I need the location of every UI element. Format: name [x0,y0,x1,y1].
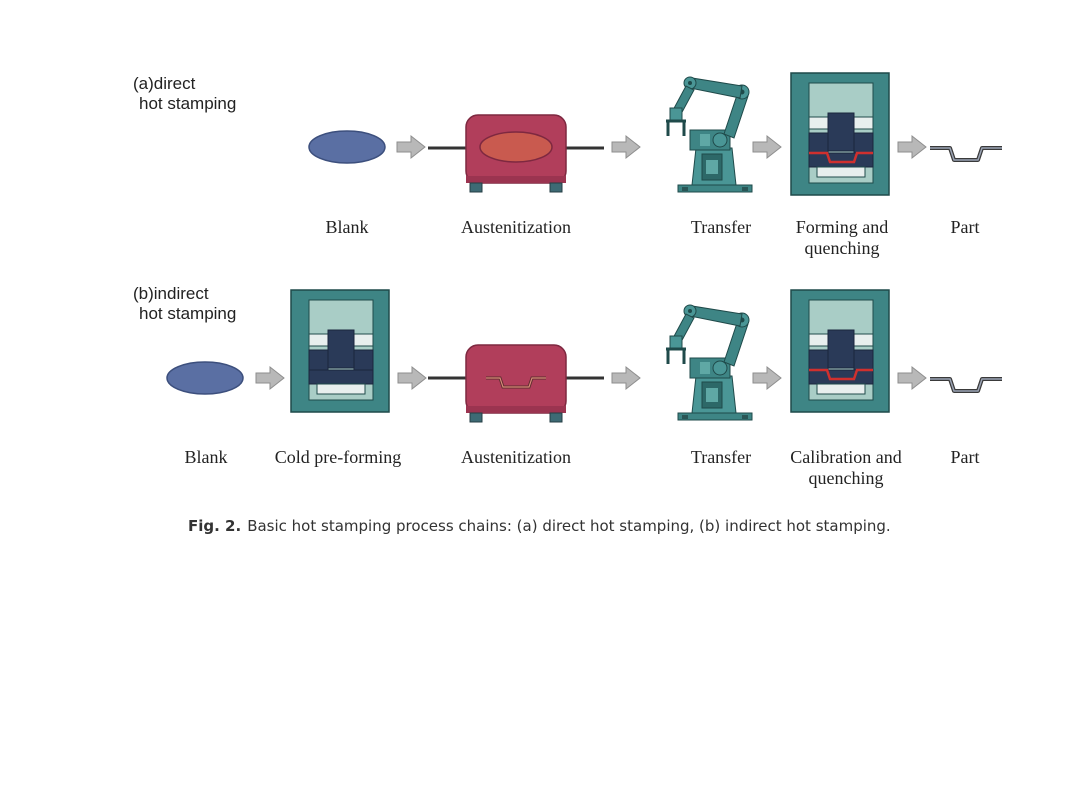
part-icon [928,377,1004,393]
arrow-right-icon [897,135,927,159]
furnace-icon [426,343,606,424]
arrow-right-icon [397,366,427,390]
step-label-blank: Blank [325,217,369,237]
heated-blank-icon [479,131,553,163]
hot-sheet-icon [809,151,873,164]
row-a-label-line1: (a)direct [133,74,196,93]
arrow-right-icon [752,366,782,390]
arrow-right-icon [611,135,641,159]
arrow-right-icon [396,135,426,159]
arrow-right-icon [897,366,927,390]
step-label-austenitization: Austenitization [461,447,571,467]
step-label-part: Part [950,447,980,467]
blank-icon [166,361,244,395]
step-label-part: Part [950,217,980,237]
caption-text: Basic hot stamping process chains: (a) d… [247,517,891,535]
step-label-forming-quenching: Forming and quenching [795,217,889,258]
press-icon [290,289,390,413]
step-label-transfer: Transfer [690,447,752,467]
row-a-label: (a)direct hot stamping [133,74,236,114]
figure-caption: Fig. 2. Basic hot stamping process chains… [188,517,891,535]
step-label-blank: Blank [184,447,228,467]
row-a-label-line2: hot stamping [139,94,237,113]
step-label-calibration-quenching: Calibration and quenching [790,447,902,488]
hot-sheet-icon [809,368,873,381]
step-label-transfer: Transfer [690,217,752,237]
robot-arm-icon [664,303,754,422]
robot-arm-icon [664,75,754,194]
arrow-right-icon [255,366,285,390]
row-b-label-line2: hot stamping [139,304,237,323]
arrow-right-icon [611,366,641,390]
part-icon [928,146,1004,162]
press-icon [790,289,890,413]
step-label-cold-preforming: Cold pre-forming [274,447,402,467]
arrow-right-icon [752,135,782,159]
blank-icon [308,130,386,164]
row-b-label-line1: (b)indirect [133,284,209,303]
row-b-label: (b)indirect hot stamping [133,284,236,324]
figure-number: Fig. 2. [188,517,242,535]
step-label-austenitization: Austenitization [461,217,571,237]
press-icon [790,72,890,196]
